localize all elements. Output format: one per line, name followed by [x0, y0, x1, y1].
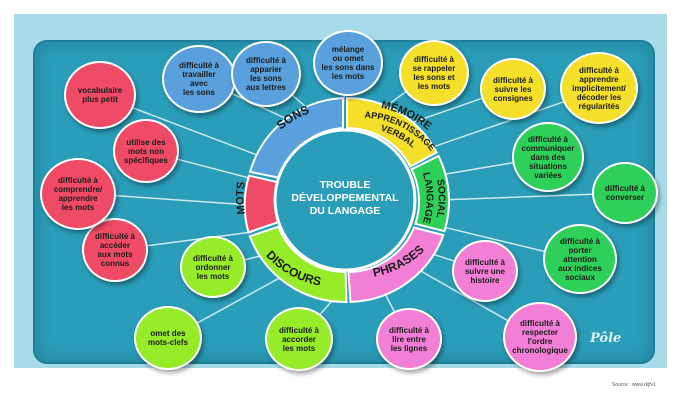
bubble-phrases-histoire: difficulté à suivre une histoire [452, 240, 518, 302]
bubble-sons-travailler: difficulté à travailler avec les sons [162, 45, 236, 113]
bubble-mots-non-specifiques: utilise des mots non spécifiques [113, 119, 179, 183]
label-social: SOCIAL [434, 179, 447, 219]
bubble-discours-ordonner: difficulté à ordonner les mots [180, 236, 246, 298]
bubble-mots-comprendre: difficulté à comprendre/ apprendre les m… [40, 158, 116, 230]
segment-social [410, 154, 451, 233]
segment-memoire [346, 96, 439, 168]
bubble-memoire-rappeler: difficulté à se rappeler les sons et les… [399, 40, 469, 106]
wheel-segments [243, 96, 451, 304]
label-langage: LANGAGE [420, 171, 435, 225]
label-mots: MOTS [234, 181, 248, 215]
segment-discours [248, 225, 348, 304]
bubble-phrases-lignes: difficulté à lire entre les lignes [376, 308, 442, 370]
center-title-line-3: DU LANGAGE [310, 205, 381, 217]
center-title-line-1: TROUBLE [320, 179, 371, 191]
pole-logo: Pôle [590, 331, 622, 346]
bubble-memoire-apprendre: difficulté à apprendre implicitement/ dé… [560, 52, 638, 124]
bubble-sons-apparier: difficulté à apparier les sons aux lettr… [231, 41, 301, 107]
wheel-core [273, 128, 417, 272]
source-credit: Source : www.rkjfv1 [612, 382, 656, 388]
bubble-mots-vocabulaire: vocabulaire plus petit [64, 61, 136, 129]
center-title: TROUBLE DÉVELOPPEMENTAL DU LANGAGE [291, 179, 399, 217]
segment-mots [243, 174, 280, 234]
segment-phrases [347, 226, 445, 303]
bubble-phrases-chronologique: difficulté à respecter l'ordre chronolog… [503, 302, 577, 372]
bubble-mots-acceder: difficulté à accéder aux mots connus [82, 218, 148, 282]
bubble-discours-accorder: difficulté à accorder les mots [265, 307, 333, 371]
bubble-discours-mots-clefs: omet des mots-clefs [134, 306, 202, 370]
bubble-sons-melange: mélange ou omet les sons dans les mots [313, 30, 383, 96]
bubble-social-converser: difficulté à converser [592, 162, 658, 224]
bubble-social-communiquer: difficulté à communiquer dans des situat… [512, 122, 584, 192]
bubble-memoire-consignes: difficulté à suivre les consignes [480, 58, 546, 120]
bubble-social-indices: difficulté à porter attention aux indice… [543, 224, 617, 294]
center-title-line-2: DÉVELOPPEMENTAL [291, 191, 399, 204]
